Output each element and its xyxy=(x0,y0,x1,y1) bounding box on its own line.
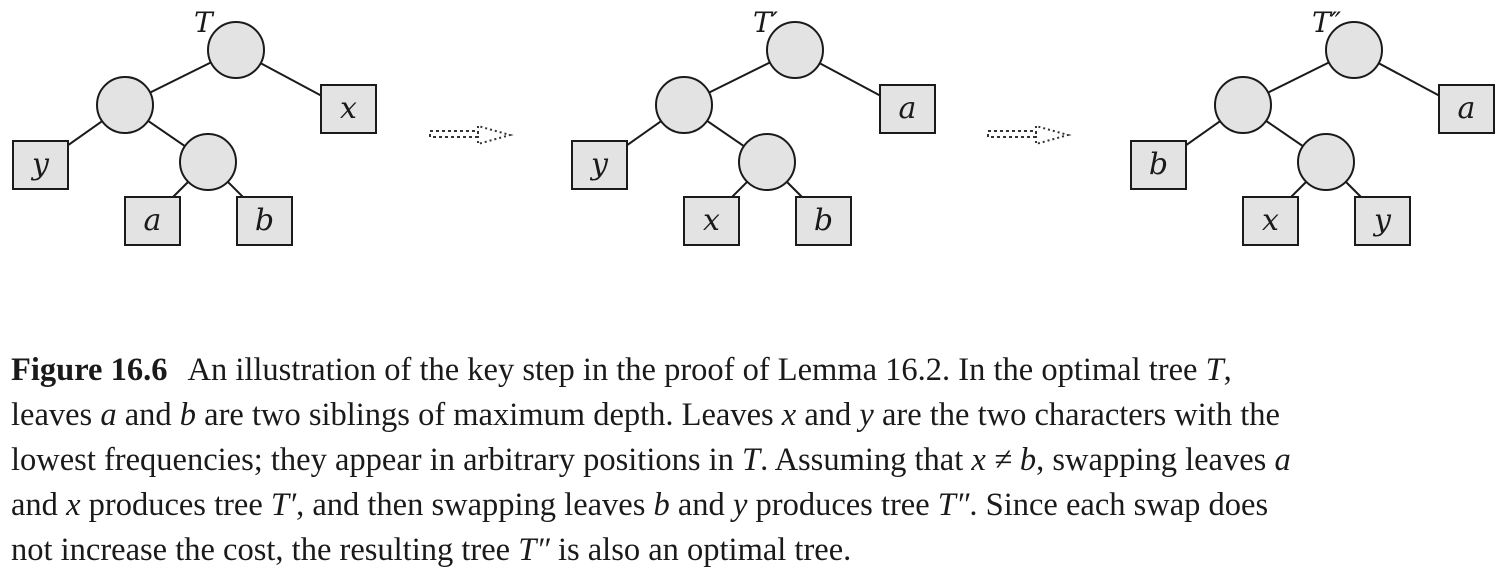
tree-1: x y a b T xyxy=(12,6,377,246)
leaf-box xyxy=(683,196,740,246)
internal-node xyxy=(655,76,713,134)
leaf-box xyxy=(236,196,293,246)
leaf-box xyxy=(1242,196,1299,246)
leaf-box xyxy=(879,84,936,134)
swap-arrow-2 xyxy=(987,124,1072,146)
tree-title: T xyxy=(194,6,215,39)
leaf-box xyxy=(1130,140,1187,190)
leaf-label: x xyxy=(703,203,720,238)
leaf-box xyxy=(124,196,181,246)
figure-16-6-diagram: x y a b Ta y x b T′ a b x y T″ xyxy=(12,6,1495,246)
tree-title: T′ xyxy=(753,6,779,39)
leaf-label: x xyxy=(340,91,357,126)
leaf-label: a xyxy=(144,203,162,238)
leaf-box xyxy=(795,196,852,246)
root-node xyxy=(766,21,824,79)
leaf-box xyxy=(1354,196,1411,246)
leaf-label: x xyxy=(1262,203,1279,238)
leaf-label: b xyxy=(255,203,274,238)
internal-node xyxy=(738,133,796,191)
leaf-label: a xyxy=(1458,91,1476,126)
root-node xyxy=(207,21,265,79)
internal-node xyxy=(179,133,237,191)
internal-node xyxy=(1214,76,1272,134)
swap-arrow-1 xyxy=(429,124,514,146)
internal-node xyxy=(96,76,154,134)
leaf-box xyxy=(571,140,628,190)
tree-2: a y x b T′ xyxy=(571,6,936,246)
caption-line-4: and x produces tree T′, and then swappin… xyxy=(11,487,1269,523)
leaf-box xyxy=(1438,84,1495,134)
leaf-label: y xyxy=(589,147,609,182)
figure-label: Figure 16.6 xyxy=(11,352,168,388)
tree-3: a b x y T″ xyxy=(1130,6,1495,246)
leaf-label: y xyxy=(1372,203,1392,238)
root-node xyxy=(1325,21,1383,79)
leaf-label: y xyxy=(30,147,50,182)
leaf-label: b xyxy=(1149,147,1168,182)
leaf-box xyxy=(320,84,377,134)
internal-node xyxy=(1297,133,1355,191)
caption-line-2: leaves a and b are two siblings of maxim… xyxy=(11,397,1280,433)
leaf-label: a xyxy=(899,91,917,126)
leaf-box xyxy=(12,140,69,190)
leaf-label: b xyxy=(814,203,833,238)
caption-line-5: not increase the cost, the resulting tre… xyxy=(11,532,852,568)
tree-title: T″ xyxy=(1312,6,1342,39)
caption-line-3: lowest frequencies; they appear in arbit… xyxy=(11,442,1291,478)
